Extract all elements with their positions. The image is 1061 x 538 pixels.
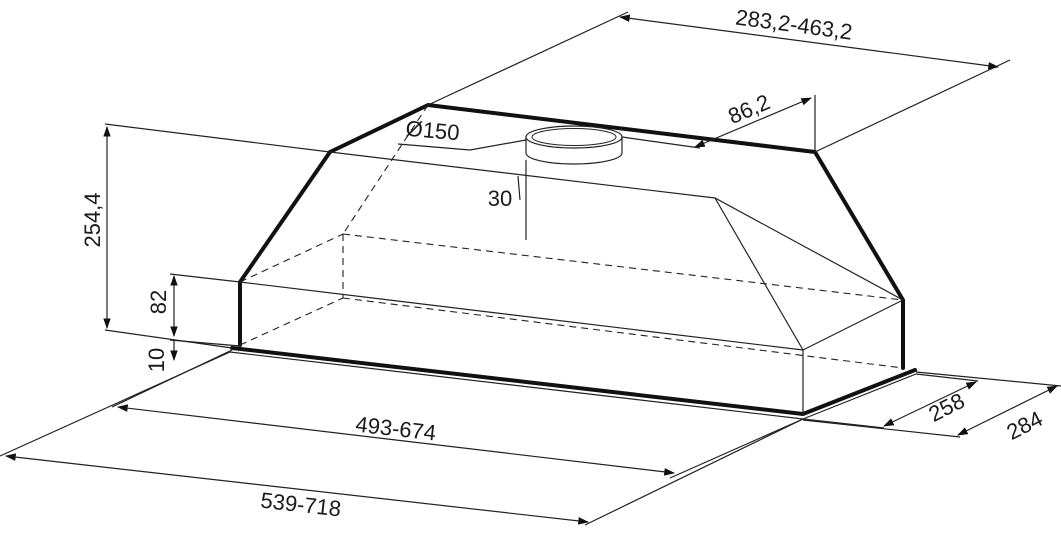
outlet-collar: [525, 125, 623, 165]
dim-outlet-height: 30: [488, 186, 512, 211]
dim-outlet-diameter: Ø150: [405, 116, 461, 146]
dim-inner-depth: 258: [925, 388, 969, 427]
hidden-edges: [239, 104, 904, 369]
hood-front-faces: [239, 151, 904, 414]
dimension-labels: 283,2-463,2 86,2 Ø150 30 254,4 82 10 493…: [80, 5, 1047, 522]
dim-top-width: 283,2-463,2: [734, 5, 854, 45]
dimension-lines: [0, 11, 1061, 526]
dim-rim-height: 10: [144, 348, 169, 372]
dim-inner-width: 493-674: [354, 412, 437, 446]
dim-outer-depth: 284: [1003, 406, 1047, 445]
dim-front-height: 82: [146, 290, 171, 314]
dim-total-height: 254,4: [80, 192, 105, 247]
dim-outlet-offset: 86,2: [724, 89, 773, 129]
